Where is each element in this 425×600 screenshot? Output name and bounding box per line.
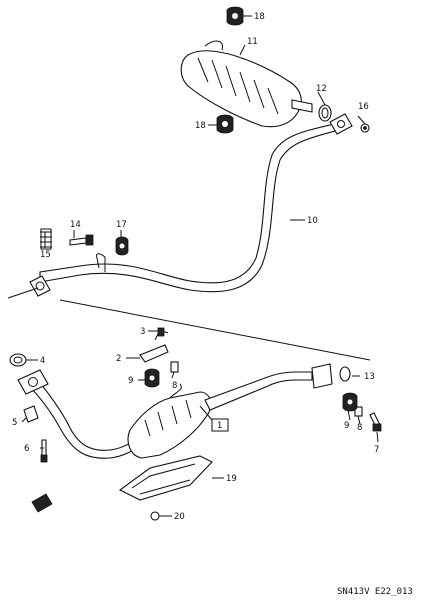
figure-code: SN413V E22_013 <box>337 587 413 597</box>
rubber-mount-top <box>226 6 244 26</box>
nut-20 <box>150 511 160 521</box>
callout-14: 14 <box>70 220 81 230</box>
center-pipe <box>39 123 336 293</box>
callout-12: 12 <box>316 84 327 94</box>
muffler[interactable] <box>180 40 313 128</box>
callout-3: 3 <box>140 327 145 337</box>
nut-8-upper <box>170 361 179 373</box>
hanger-17 <box>115 236 129 256</box>
callout-20: 20 <box>174 512 185 522</box>
callout-9-lower: 9 <box>344 421 349 431</box>
callout-6: 6 <box>24 444 29 454</box>
callout-5: 5 <box>12 418 17 428</box>
separator-line <box>7 287 371 361</box>
leader-lines <box>21 15 379 517</box>
callout-18-mid: 18 <box>195 121 206 131</box>
front-pipe-flange <box>17 369 49 395</box>
rubber-9-lower <box>342 392 358 412</box>
bracket-lower-left <box>31 493 53 513</box>
callout-8-upper: 8 <box>172 381 177 391</box>
callout-1-box <box>211 418 229 432</box>
callout-1: 1 <box>217 421 222 431</box>
catalytic-converter[interactable] <box>127 371 313 459</box>
bolt-14 <box>69 234 94 246</box>
bolt-3 <box>157 327 165 337</box>
rubber-9-upper <box>144 368 160 388</box>
lower-rear-flange <box>311 363 333 389</box>
tail-gasket <box>318 104 332 122</box>
callout-8-lower: 8 <box>357 423 362 433</box>
rubber-mount-mid <box>216 114 234 134</box>
rear-flange <box>329 113 353 135</box>
callout-13: 13 <box>364 372 375 382</box>
spring-15 <box>40 228 52 250</box>
clamp-5 <box>23 405 39 423</box>
callout-4: 4 <box>40 356 45 366</box>
callout-15: 15 <box>40 250 51 260</box>
nut-16 <box>360 123 370 133</box>
bolt-7 <box>369 412 382 432</box>
front-flange-gasket <box>29 275 51 297</box>
callout-9-upper: 9 <box>128 376 133 386</box>
callout-19: 19 <box>226 474 237 484</box>
callout-18-top: 18 <box>254 12 265 22</box>
heat-shield <box>118 455 213 501</box>
callout-10: 10 <box>307 216 318 226</box>
callout-16: 16 <box>358 102 369 112</box>
callout-7: 7 <box>374 445 379 455</box>
callout-11: 11 <box>247 37 258 47</box>
callout-2: 2 <box>116 354 121 364</box>
callout-17: 17 <box>116 220 127 230</box>
bolt-6 <box>40 439 48 463</box>
gasket-4 <box>9 353 27 367</box>
gasket-13 <box>339 366 351 382</box>
